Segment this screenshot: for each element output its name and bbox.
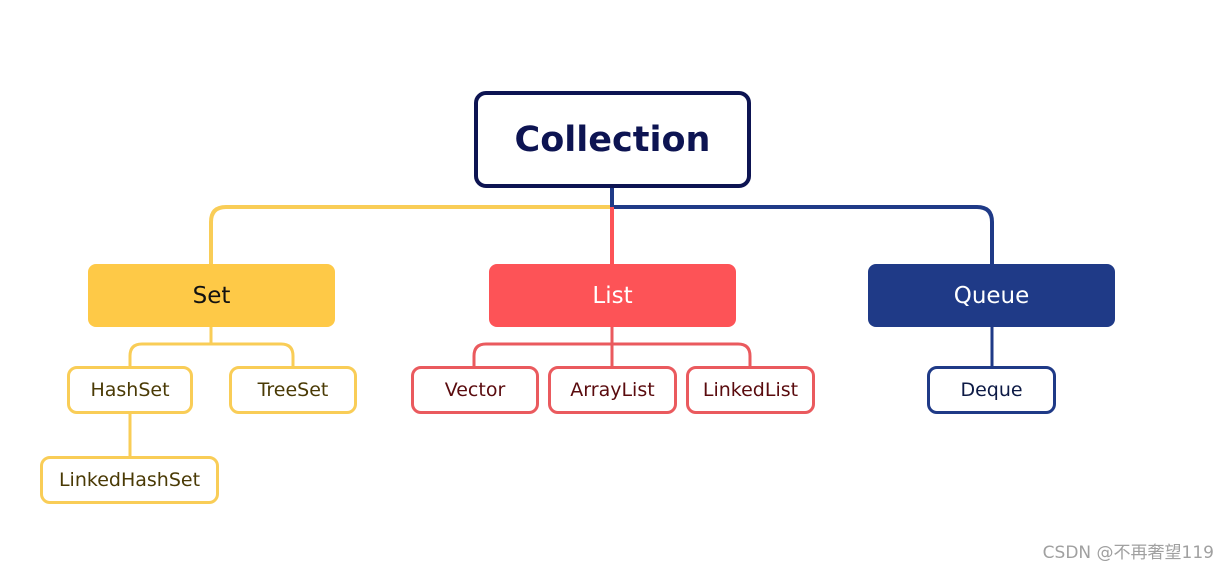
node-hashset-label: HashSet [90, 379, 170, 401]
node-list-label: List [592, 282, 633, 309]
node-deque-label: Deque [960, 379, 1023, 401]
node-collection: Collection [474, 91, 751, 188]
node-linkedlist: LinkedList [686, 366, 815, 414]
node-treeset: TreeSet [229, 366, 357, 414]
node-queue: Queue [868, 264, 1115, 327]
node-arraylist-label: ArrayList [570, 379, 655, 401]
node-set-label: Set [192, 282, 231, 309]
node-linkedlist-label: LinkedList [702, 379, 799, 401]
connector-root-queue [610, 186, 994, 266]
watermark: CSDN @不再奢望119 [1042, 543, 1214, 563]
node-hashset: HashSet [67, 366, 193, 414]
node-linkedhashset: LinkedHashSet [40, 456, 219, 504]
connector-root-set [209, 205, 614, 266]
node-collection-label: Collection [514, 119, 711, 160]
node-treeset-label: TreeSet [257, 379, 329, 401]
node-set: Set [88, 264, 335, 327]
connector-set-children [128, 325, 295, 368]
connector-list-children [472, 325, 752, 368]
node-arraylist: ArrayList [548, 366, 677, 414]
node-list: List [489, 264, 736, 327]
node-vector-label: Vector [444, 379, 506, 401]
node-deque: Deque [927, 366, 1056, 414]
node-linkedhashset-label: LinkedHashSet [58, 469, 201, 491]
node-queue-label: Queue [953, 282, 1030, 309]
node-vector: Vector [411, 366, 539, 414]
